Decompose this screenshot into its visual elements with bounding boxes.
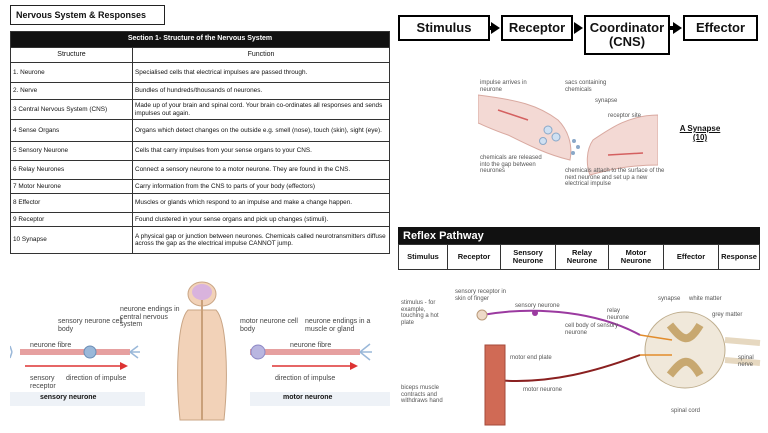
row-function: Organs which detect changes on the outsi…	[132, 119, 390, 142]
synapse-label-receptor-site: receptor site	[608, 113, 642, 119]
label-sensory-receptor: sensory receptor	[30, 375, 56, 390]
col-structure-header: Structure	[10, 47, 133, 63]
label-relay: relay neurone	[607, 308, 630, 321]
row-function: A physical gap or junction between neuro…	[132, 226, 390, 254]
row-function: Cells that carry impulses from your sens…	[132, 141, 390, 161]
flow-receptor: Receptor	[501, 15, 573, 41]
motor-caption: motor neurone	[283, 394, 333, 401]
flow-arrow-icon	[574, 22, 583, 34]
col-function-header: Function	[132, 47, 390, 63]
flow-arrow-icon	[491, 22, 500, 34]
synapse-label-synapse: synapse	[595, 98, 618, 104]
row-structure: 2. Nerve	[10, 82, 133, 100]
label-sensory-body: sensory neurone cell body	[58, 318, 123, 333]
neurone-diagram	[10, 281, 390, 421]
label-stimulus: stimulus - for example, touching a hot p…	[401, 300, 439, 326]
reflex-cell: Relay Neurone	[555, 244, 609, 270]
label-motor-direction: direction of impulse	[275, 375, 336, 382]
synapse-diagram	[478, 94, 658, 176]
row-structure: 8 Effector	[10, 193, 133, 213]
row-function: Made up of your brain and spinal cord. Y…	[132, 99, 390, 120]
row-structure: 1. Neurone	[10, 62, 133, 83]
row-function: Carry information from the CNS to parts …	[132, 179, 390, 194]
row-structure: 10 Synapse	[10, 226, 133, 254]
label-spinal-cord: spinal cord	[671, 408, 701, 414]
label-receptor-skin: sensory receptor in skin of finger	[455, 289, 507, 302]
structure-table: Section 1- Structure of the Nervous Syst…	[10, 31, 390, 254]
synapse-title-text: A Synapse	[679, 124, 721, 133]
label-motor-end: motor end plate	[510, 355, 552, 361]
reflex-cell: Receptor	[447, 244, 501, 270]
label-biceps: biceps muscle contracts and withdraws ha…	[401, 385, 443, 405]
label-neurone-fibre: neurone fibre	[30, 342, 72, 349]
synapse-title: A Synapse (10)	[675, 124, 725, 142]
reflex-cell: Motor Neurone	[608, 244, 664, 270]
row-structure: 6 Relay Neurones	[10, 160, 133, 180]
synapse-number: (10)	[692, 133, 708, 142]
row-function: Specialised cells that electrical impuls…	[132, 62, 390, 83]
row-structure: 5 Sensory Neurone	[10, 141, 133, 161]
label-cell-body: cell body of sensory neurone	[565, 323, 619, 336]
reflex-heading: Reflex Pathway	[398, 227, 760, 244]
label-motor-fibre: neurone fibre	[290, 342, 332, 349]
row-structure: 4 Sense Organs	[10, 119, 133, 142]
label-sensory: sensory neurone	[515, 303, 560, 309]
synapse-label-impulse: impulse arrives in neurone	[480, 80, 527, 93]
flow-arrow-icon	[673, 22, 682, 34]
reflex-cell: Effector	[663, 244, 719, 270]
reflex-cell: Sensory Neurone	[500, 244, 556, 270]
label-motor-body: motor neurone cell body	[240, 318, 298, 333]
label-endings-muscle: neurone endings in a muscle or gland	[305, 318, 371, 333]
row-function: Muscles or glands which respond to an im…	[132, 193, 390, 213]
synapse-label-released: chemicals are released into the gap betw…	[480, 155, 542, 175]
row-function: Found clustered in your sense organs and…	[132, 212, 390, 227]
label-spinal-nerve: spinal nerve	[738, 355, 754, 368]
synapse-label-attach: chemicals attach to the surface of the n…	[565, 168, 665, 188]
section-heading: Section 1- Structure of the Nervous Syst…	[10, 31, 390, 48]
reflex-arc-diagram	[476, 309, 761, 426]
label-white-matter: white matter	[689, 296, 722, 302]
reflex-cell: Stimulus	[398, 244, 448, 270]
label-synapse-small: synapse	[658, 296, 681, 302]
synapse-label-sacs: sacs containing chemicals	[565, 80, 607, 93]
label-direction: direction of impulse	[66, 375, 127, 382]
row-function: Bundles of hundreds/thousands of neurone…	[132, 82, 390, 100]
sensory-caption: sensory neurone	[40, 394, 97, 401]
page-title: Nervous System & Responses	[10, 5, 165, 25]
flow-coordinator: Coordinator (CNS)	[584, 15, 670, 55]
flow-effector: Effector	[683, 15, 758, 41]
flow-arrow-shaft	[670, 26, 674, 30]
row-function: Connect a sensory neurone to a motor neu…	[132, 160, 390, 180]
label-endings-cns: neurone endings in central nervous syste…	[120, 306, 180, 329]
row-structure: 7 Motor Neurone	[10, 179, 133, 194]
flow-stimulus: Stimulus	[398, 15, 490, 41]
row-structure: 9 Receptor	[10, 212, 133, 227]
reflex-cell: Response	[718, 244, 760, 270]
label-motor-neurone: motor neurone	[523, 387, 563, 393]
row-structure: 3 Central Nervous System (CNS)	[10, 99, 133, 120]
reflex-table: Stimulus Receptor Sensory Neurone Relay …	[398, 244, 760, 270]
label-grey-matter: grey matter	[712, 312, 743, 318]
